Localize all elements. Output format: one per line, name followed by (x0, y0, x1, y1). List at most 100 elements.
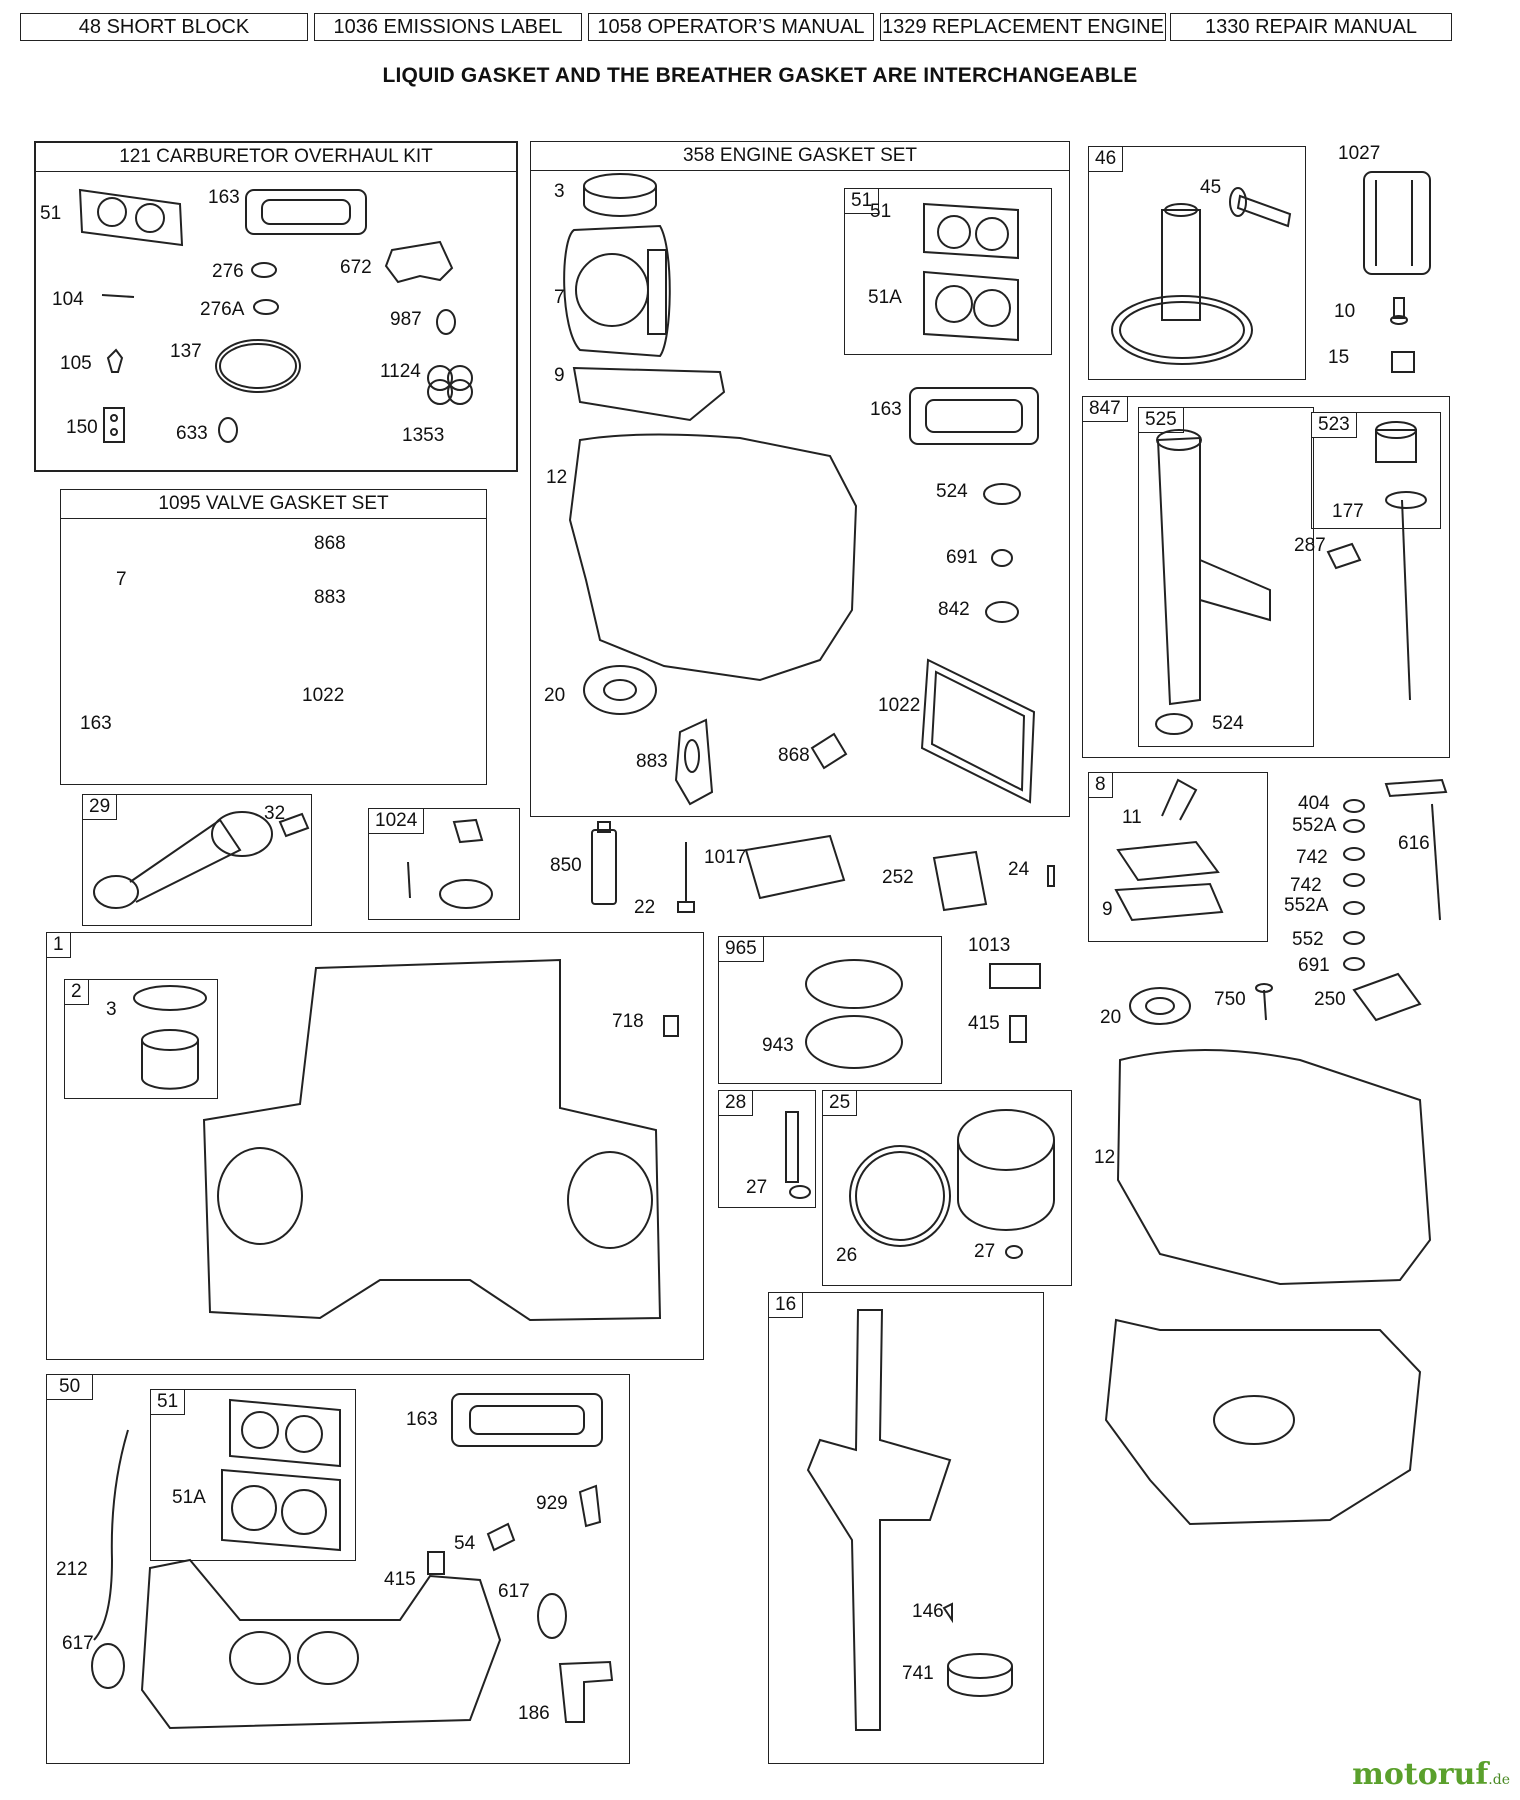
part-label[interactable]: 252 (882, 867, 914, 888)
part-label[interactable]: 9 (554, 365, 565, 386)
part-label[interactable]: 552 (1292, 929, 1324, 950)
part-label[interactable]: 742 (1290, 875, 1322, 896)
part-label[interactable]: 10 (1334, 301, 1356, 322)
part-label[interactable]: 12 (546, 467, 568, 488)
header-button-repair-manual[interactable]: 1330 REPAIR MANUAL (1170, 13, 1452, 41)
part-label[interactable]: 1013 (968, 935, 1011, 956)
part-label[interactable]: 177 (1332, 501, 1364, 522)
part-label[interactable]: 850 (550, 855, 582, 876)
part-label[interactable]: 137 (170, 341, 202, 362)
screw-929-icon (578, 1484, 602, 1528)
header-button-short-block[interactable]: 48 SHORT BLOCK (20, 13, 308, 41)
part-label[interactable]: 9 (1102, 899, 1113, 920)
part-label[interactable]: 672 (340, 257, 372, 278)
part-label[interactable]: 54 (454, 1533, 476, 1554)
part-label[interactable]: 24 (1008, 859, 1030, 880)
part-label[interactable]: 163 (870, 399, 902, 420)
part-label[interactable]: 929 (536, 1493, 568, 1514)
part-label[interactable]: 11 (1122, 807, 1142, 828)
dipstick-tube-525-icon (1156, 429, 1271, 706)
tag-1024: 1024 (369, 809, 425, 834)
part-label[interactable]: 633 (176, 423, 208, 444)
part-label[interactable]: 51 (40, 203, 62, 224)
part-label[interactable]: 276 (212, 261, 244, 282)
part-label[interactable]: 524 (936, 481, 968, 502)
part-label[interactable]: 524 (1212, 713, 1244, 734)
gear-741-icon (947, 1653, 1013, 1697)
part-label[interactable]: 741 (902, 1663, 934, 1684)
spring-1013-icon (989, 963, 1041, 989)
part-label[interactable]: 163 (208, 187, 240, 208)
part-label[interactable]: 552A (1284, 895, 1329, 916)
part-label[interactable]: 617 (62, 1633, 94, 1654)
part-label[interactable]: 15 (1328, 347, 1350, 368)
tag-847: 847 (1083, 397, 1128, 422)
header-button-emissions-label[interactable]: 1036 EMISSIONS LABEL (314, 13, 582, 41)
part-label[interactable]: 12 (1094, 1147, 1116, 1168)
watermark-brand: motoruf (1352, 1757, 1489, 1792)
part-label[interactable]: 691 (1298, 955, 1330, 976)
part-label[interactable]: 1022 (878, 695, 921, 716)
part-label[interactable]: 691 (946, 547, 978, 568)
gasket-51Ab-icon (221, 1468, 341, 1552)
part-label[interactable]: 415 (968, 1013, 1000, 1034)
part-label[interactable]: 718 (612, 1011, 644, 1032)
part-label[interactable]: 1353 (402, 425, 445, 446)
header-button-operators-manual[interactable]: 1058 OPERATOR’S MANUAL (588, 13, 874, 41)
part-label[interactable]: 51A (868, 287, 902, 308)
part-label[interactable]: 842 (938, 599, 970, 620)
part-label[interactable]: 1022 (302, 685, 345, 706)
part-label[interactable]: 51A (172, 1487, 206, 1508)
part-label[interactable]: 943 (762, 1035, 794, 1056)
washers-set-icon (983, 483, 1021, 623)
part-label[interactable]: 146 (912, 1601, 944, 1622)
part-label[interactable]: 27 (746, 1177, 768, 1198)
part-label[interactable]: 750 (1214, 989, 1246, 1010)
group-box-50 (46, 1374, 630, 1764)
part-label[interactable]: 404 (1298, 793, 1330, 814)
part-label[interactable]: 742 (1296, 847, 1328, 868)
part-label[interactable]: 868 (778, 745, 810, 766)
part-label[interactable]: 27 (974, 1241, 996, 1262)
part-label[interactable]: 883 (314, 587, 346, 608)
part-label[interactable]: 3 (554, 181, 565, 202)
gasket-51-set-icon (923, 202, 1019, 260)
part-label[interactable]: 22 (634, 897, 656, 918)
part-label[interactable]: 105 (60, 353, 92, 374)
part-label[interactable]: 883 (636, 751, 668, 772)
part-label[interactable]: 987 (390, 309, 422, 330)
part-label[interactable]: 104 (52, 289, 84, 310)
part-label[interactable]: 20 (1100, 1007, 1122, 1028)
part-label[interactable]: 163 (406, 1409, 438, 1430)
part-label[interactable]: 186 (518, 1703, 550, 1724)
part-label[interactable]: 150 (66, 417, 98, 438)
tag-50: 50 (47, 1375, 94, 1400)
part-label[interactable]: 45 (1200, 177, 1222, 198)
part-label[interactable]: 617 (498, 1581, 530, 1602)
part-label[interactable]: 616 (1398, 833, 1430, 854)
part-label[interactable]: 415 (384, 1569, 416, 1590)
part-label[interactable]: 212 (56, 1559, 88, 1580)
part-label[interactable]: 1027 (1338, 143, 1381, 164)
part-label[interactable]: 51 (870, 201, 892, 222)
part-label[interactable]: 287 (1294, 535, 1326, 556)
group-box-8 (1088, 772, 1268, 942)
part-label[interactable]: 32 (264, 803, 286, 824)
intake-manifold-50-icon (140, 1558, 502, 1730)
part-label[interactable]: 1124 (380, 361, 421, 382)
part-label[interactable]: 7 (554, 287, 565, 308)
part-label[interactable]: 7 (116, 569, 127, 590)
part-label[interactable]: 250 (1314, 989, 1346, 1010)
part-label[interactable]: 552A (1292, 815, 1337, 836)
gasket-1124-icon (427, 365, 473, 405)
breather-8-icon (1114, 778, 1224, 922)
part-label[interactable]: 26 (836, 1245, 858, 1266)
part-label[interactable]: 276A (200, 299, 245, 320)
part-label[interactable]: 20 (544, 685, 566, 706)
part-label[interactable]: 163 (80, 713, 112, 734)
part-label[interactable]: 3 (106, 999, 117, 1020)
part-label[interactable]: 1017 (704, 847, 747, 868)
header-button-replacement-engine[interactable]: 1329 REPLACEMENT ENGINE (880, 13, 1166, 41)
part-label[interactable]: 868 (314, 533, 346, 554)
